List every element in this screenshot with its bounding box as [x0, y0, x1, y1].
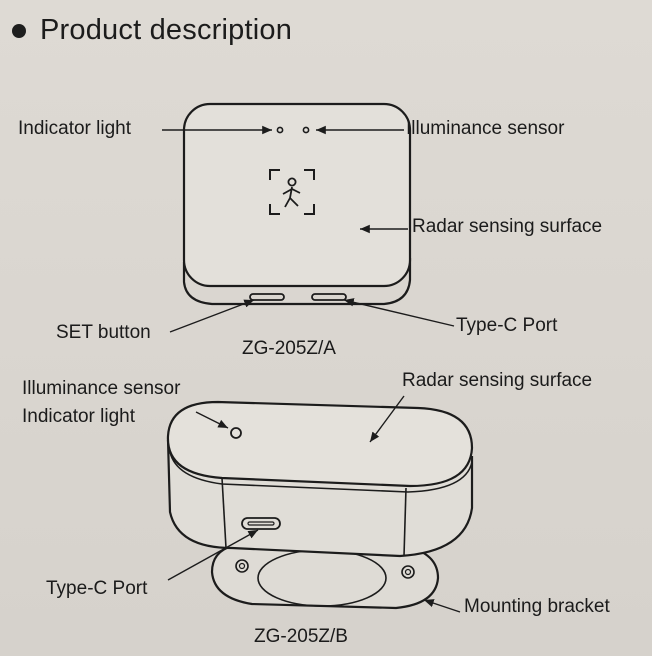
label-set-button: SET button	[56, 322, 151, 343]
section-heading: Product description	[12, 14, 292, 47]
label-type-c-b: Type-C Port	[46, 578, 148, 599]
label-indicator-light-b: Indicator light	[22, 406, 136, 427]
device-a-drawing	[182, 102, 412, 306]
bullet-icon	[12, 23, 26, 38]
label-type-c-a: Type-C Port	[456, 315, 558, 336]
person-icon	[282, 177, 301, 208]
label-illuminance-sensor-b: Illuminance sensor	[22, 378, 181, 399]
label-mounting-bracket: Mounting bracket	[464, 596, 610, 617]
model-b: ZG-205Z/B	[254, 626, 348, 647]
label-radar-surface-b: Radar sensing surface	[402, 370, 593, 391]
device-b-drawing	[166, 400, 474, 610]
label-indicator-light-a: Indicator light	[18, 118, 132, 139]
model-a: ZG-205Z/A	[242, 338, 336, 359]
label-illuminance-sensor-a: Illuminance sensor	[406, 118, 565, 139]
label-radar-surface-a: Radar sensing surface	[412, 216, 603, 237]
section-title: Product description	[40, 14, 293, 46]
